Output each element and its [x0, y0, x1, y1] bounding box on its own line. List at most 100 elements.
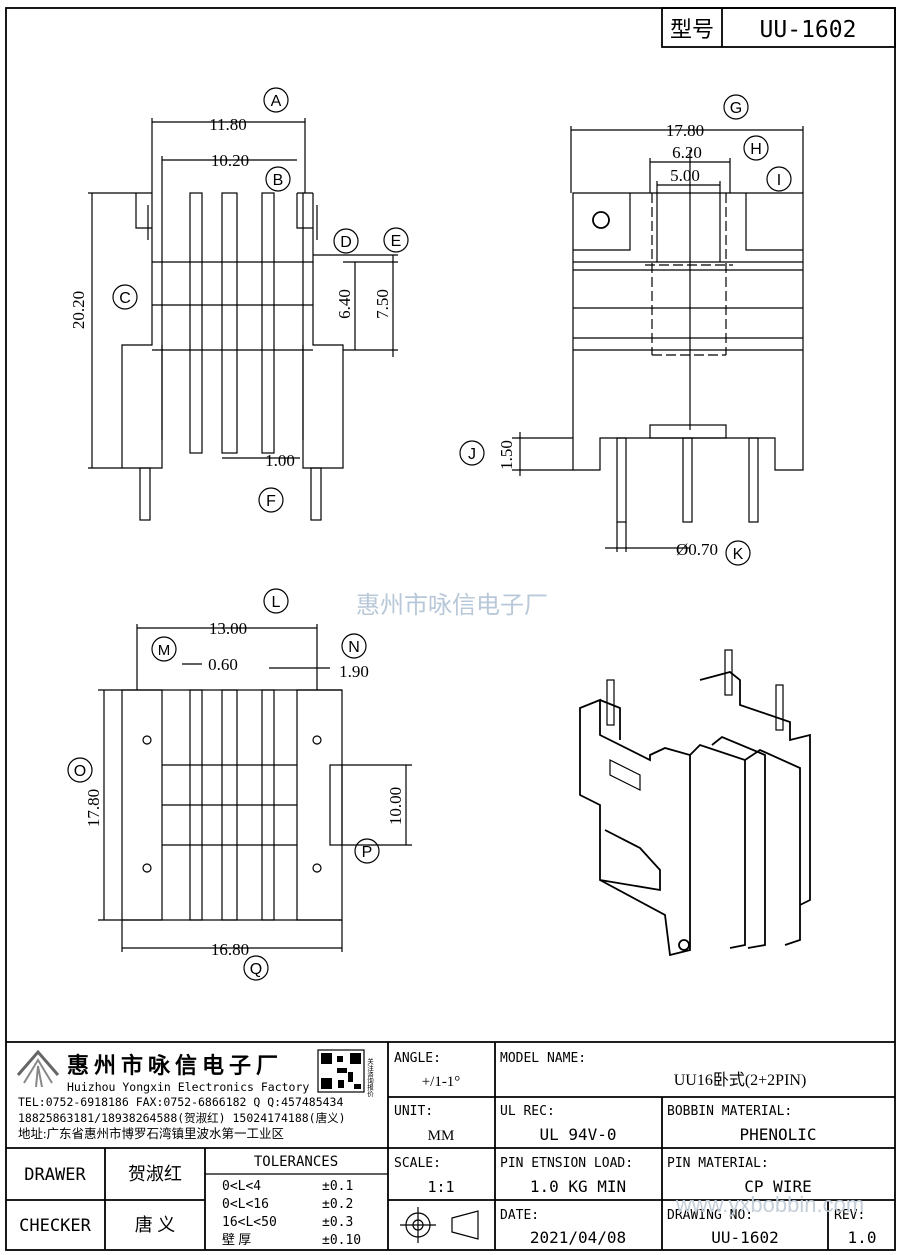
marker-n: N [341, 633, 367, 659]
checker-label: CHECKER [19, 1216, 91, 1236]
svg-text:M: M [158, 642, 171, 659]
title-box: 型号 UU-1602 [661, 7, 896, 48]
dim-a: 11.80 [209, 115, 247, 134]
company-contact-2: 18825863181/18938264588(贺淑红) 15024174188… [18, 1111, 346, 1125]
svg-text:C: C [119, 290, 131, 307]
tolerance-range-4: 壁 厚 [222, 1232, 251, 1247]
svg-text:G: G [730, 100, 742, 117]
qr-code [317, 1049, 365, 1093]
tolerance-value-3: ±0.3 [322, 1215, 353, 1230]
marker-k: K [725, 540, 751, 566]
sheet-border [5, 7, 896, 1251]
dim-k: Ø0.70 [676, 540, 718, 559]
svg-text:D: D [340, 234, 352, 251]
company-logo [16, 1049, 60, 1088]
unit-value: MM [428, 1128, 455, 1144]
dim-n: 1.90 [339, 662, 369, 681]
dim-g: 17.80 [666, 121, 704, 140]
svg-text:L: L [272, 594, 281, 611]
marker-c: C [112, 284, 138, 310]
dim-b: 10.20 [211, 151, 249, 170]
marker-b: B [265, 166, 291, 192]
tolerance-value-4: ±0.10 [322, 1233, 361, 1248]
svg-text:O: O [74, 763, 86, 780]
dim-e: 7.50 [373, 289, 392, 319]
tolerance-range-3: 16<L<50 [222, 1215, 277, 1230]
marker-j: J [459, 440, 485, 466]
checker-value: 唐 义 [135, 1215, 176, 1235]
drawer-value: 贺淑红 [128, 1164, 182, 1184]
title-model: UU-1602 [760, 17, 857, 43]
svg-text:I: I [777, 172, 781, 189]
marker-m: M [151, 636, 177, 662]
side-view [512, 126, 804, 552]
svg-text:A: A [271, 93, 282, 110]
dim-j: 1.50 [497, 440, 516, 470]
company-name-cn: 惠州市咏信电子厂 [67, 1053, 283, 1078]
pin-load-value: 1.0 KG MIN [530, 1177, 626, 1196]
svg-text:N: N [348, 639, 360, 656]
tolerance-value-2: ±0.2 [322, 1197, 353, 1212]
company-address: 地址:广东省惠州市博罗石湾镇里波水第一工业区 [18, 1126, 284, 1141]
angle-value: +/1-1° [422, 1074, 461, 1090]
front-view [88, 118, 398, 521]
drawer-label: DRAWER [24, 1165, 86, 1185]
pin-load-label: PIN ETNSION LOAD: [500, 1156, 633, 1171]
company-name-en: Huizhou Yongxin Electronics Factory [67, 1080, 309, 1094]
drawing-no-value: UU-1602 [711, 1228, 778, 1247]
circled-markers: A B C D E F G H I J K L M N O P Q [67, 87, 792, 981]
dim-l: 13.00 [209, 619, 247, 638]
model-name-value: UU16卧式(2+2PIN) [674, 1071, 807, 1089]
marker-q: Q [243, 955, 269, 981]
tolerance-range-2: 0<L<16 [222, 1197, 269, 1212]
unit-label: UNIT: [394, 1104, 433, 1119]
dim-h: 6.20 [672, 143, 702, 162]
svg-text:J: J [468, 446, 476, 463]
svg-text:F: F [266, 493, 276, 510]
marker-a: A [263, 87, 289, 113]
title-block: 惠州市咏信电子厂 Huizhou Yongxin Electronics Fac… [6, 1041, 895, 1250]
scale-value: 1:1 [427, 1178, 454, 1196]
dimension-labels: 11.80 10.20 20.20 6.40 7.50 1.00 17.80 6… [69, 115, 718, 959]
svg-text:H: H [750, 141, 762, 158]
scale-label: SCALE: [394, 1156, 441, 1171]
dim-f: 1.00 [265, 451, 295, 470]
marker-l: L [263, 588, 289, 614]
bobbin-material-value: PHENOLIC [739, 1125, 816, 1144]
watermark: 惠州市咏信电子厂 [356, 592, 548, 619]
dim-d: 6.40 [335, 289, 354, 319]
website-watermark: www.yxbobbin.com [675, 1192, 864, 1217]
svg-text:B: B [273, 172, 284, 189]
dim-p: 10.00 [386, 787, 405, 825]
bobbin-material-label: BOBBIN MATERIAL: [667, 1104, 792, 1119]
svg-text:E: E [391, 233, 402, 250]
dim-c: 20.20 [69, 291, 88, 329]
marker-h: H [743, 135, 769, 161]
date-value: 2021/04/08 [530, 1228, 626, 1247]
svg-text:Q: Q [250, 961, 262, 978]
marker-e: E [383, 227, 409, 253]
projection-symbol-icon [400, 1207, 479, 1243]
isometric-view [579, 649, 811, 957]
marker-d: D [333, 228, 359, 254]
drawing-no-label: DRAWING NO: [667, 1208, 753, 1223]
tolerances-label: TOLERANCES [254, 1154, 338, 1170]
angle-label: ANGLE: [394, 1051, 441, 1066]
title-label: 型号 [670, 17, 714, 42]
date-label: DATE: [500, 1208, 539, 1223]
dim-o: 17.80 [84, 789, 103, 827]
marker-o: O [67, 757, 93, 783]
svg-text:K: K [733, 546, 744, 563]
dim-m: 0.60 [208, 655, 238, 674]
marker-i: I [766, 166, 792, 192]
tolerance-range-1: 0<L<4 [222, 1179, 261, 1194]
marker-f: F [258, 487, 284, 513]
dim-q: 16.80 [211, 940, 249, 959]
ul-rec-value: UL 94V-0 [539, 1125, 616, 1144]
rev-value: 1.0 [848, 1228, 877, 1247]
model-name-label: MODEL NAME: [500, 1051, 586, 1066]
ul-rec-label: UL REC: [500, 1104, 555, 1119]
svg-text:P: P [362, 844, 373, 861]
marker-p: P [354, 838, 380, 864]
